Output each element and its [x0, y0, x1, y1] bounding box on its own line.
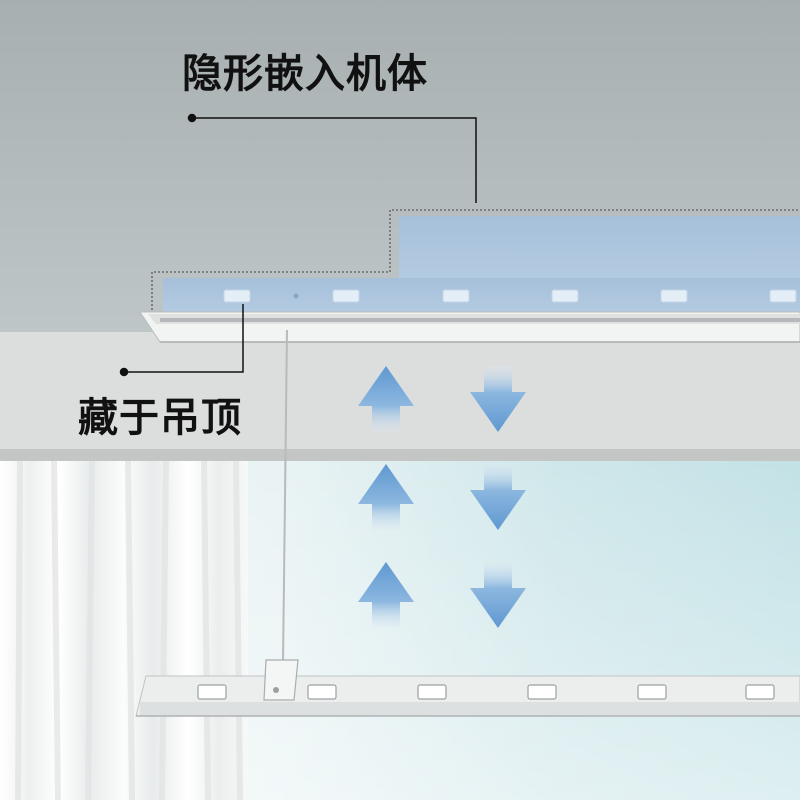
leader-line-bottom [119, 304, 244, 377]
label-hidden-in-ceiling: 藏于吊顶 [78, 395, 242, 441]
suspension-cord [282, 329, 288, 665]
cord-clip [263, 659, 299, 701]
arrow-down-icon [470, 464, 526, 530]
arrow-down-icon [470, 366, 526, 432]
leader-line-top [187, 113, 477, 203]
embedded-panel-upper [399, 216, 800, 280]
arrow-down-icon [470, 562, 526, 628]
arrow-up-icon [358, 464, 414, 530]
drying-bar [135, 659, 800, 717]
arrow-up-icon [358, 562, 414, 628]
arrow-up-icon [358, 366, 414, 432]
embedded-housing [151, 209, 800, 312]
curtain [0, 460, 248, 800]
ceiling-rail [139, 311, 800, 343]
label-embedded-body: 隐形嵌入机体 [182, 51, 428, 97]
embedded-panel-lower [163, 278, 800, 312]
ceiling-edge [0, 449, 800, 461]
